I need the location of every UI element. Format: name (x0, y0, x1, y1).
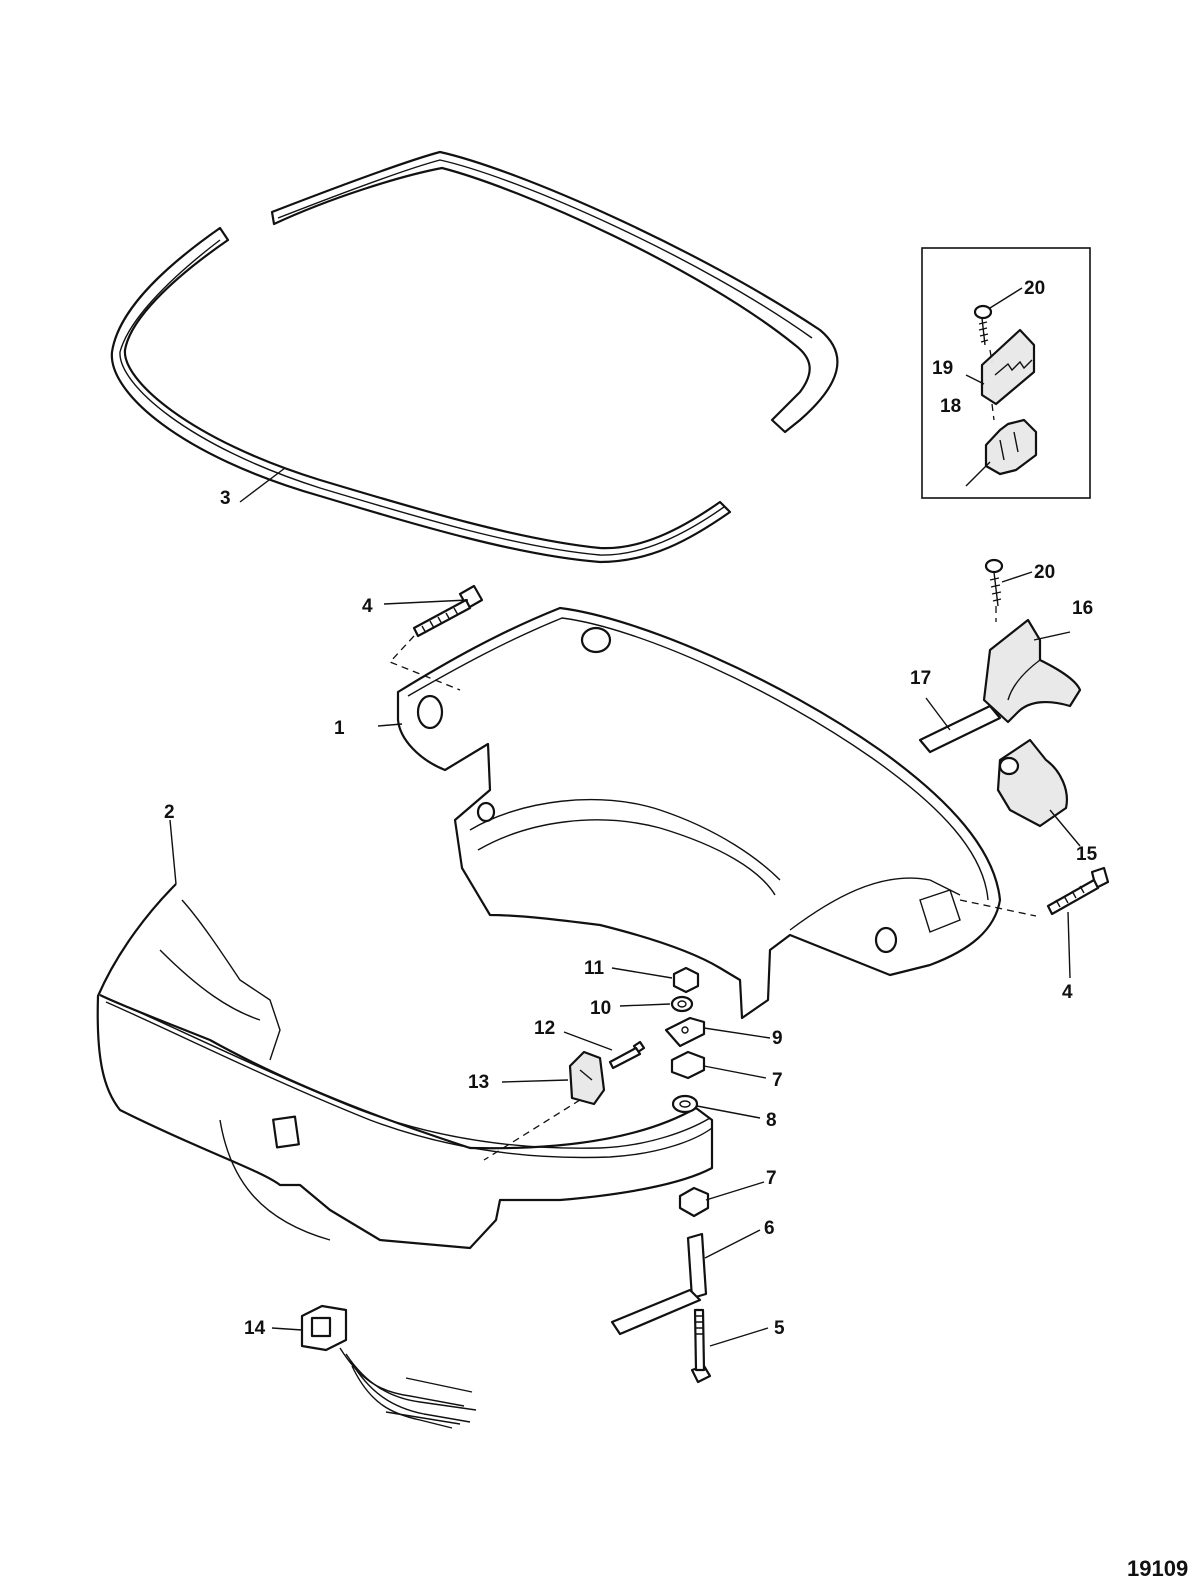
callout-12: 12 (534, 1018, 555, 1039)
part-retainer-19 (980, 328, 1036, 406)
figure-number: 19109 (1127, 1556, 1188, 1581)
part-grommet-7b (678, 1186, 710, 1218)
part-bolt-5 (690, 1308, 712, 1384)
callout-20-inset: 20 (1024, 278, 1045, 299)
callout-7-upper: 7 (772, 1070, 783, 1091)
callout-13: 13 (468, 1072, 489, 1093)
part-clip-9 (664, 1016, 706, 1048)
callout-3: 3 (220, 488, 231, 509)
callout-11: 11 (584, 958, 605, 979)
callout-2: 2 (164, 802, 175, 823)
callout-19: 19 (932, 358, 953, 379)
callout-7-lower: 7 (766, 1168, 777, 1189)
callout-5: 5 (774, 1318, 785, 1339)
part-retainer-13 (568, 1050, 606, 1106)
part-washer-10 (670, 995, 694, 1013)
callout-15: 15 (1076, 844, 1098, 865)
callout-10: 10 (590, 998, 611, 1019)
callout-4-upper: 4 (362, 596, 373, 617)
callout-17: 17 (910, 668, 931, 689)
part-bracket-18 (984, 418, 1038, 476)
callout-8: 8 (766, 1110, 777, 1131)
callout-14: 14 (244, 1318, 266, 1339)
callout-9: 9 (772, 1028, 783, 1049)
part-bottom-cowl-port (96, 883, 714, 1250)
callout-4-lower: 4 (1062, 982, 1073, 1003)
part-screw-inset (973, 304, 993, 346)
part-nut-11 (672, 966, 700, 994)
callout-1: 1 (334, 718, 345, 739)
inset-detail-box (921, 247, 1091, 499)
callout-20: 20 (1034, 562, 1055, 583)
part-sleeve-16 (982, 618, 1082, 724)
part-cowl-seal (110, 150, 839, 564)
part-bottom-cowl-starboard (396, 606, 1002, 1020)
callout-16: 16 (1072, 598, 1093, 619)
part-lever-6 (610, 1232, 708, 1336)
callout-18: 18 (940, 396, 961, 417)
callout-6: 6 (764, 1218, 775, 1239)
part-bolt-4-upper (412, 584, 484, 638)
part-sleeve-15 (996, 738, 1068, 828)
part-screw-20 (984, 558, 1004, 607)
part-tape-17 (918, 704, 1002, 754)
part-grommet-7a (670, 1050, 706, 1080)
part-washer-8 (671, 1094, 699, 1114)
part-bolt-4-lower (1046, 866, 1110, 916)
part-screw-12 (608, 1040, 646, 1070)
part-switch-14 (300, 1304, 477, 1429)
